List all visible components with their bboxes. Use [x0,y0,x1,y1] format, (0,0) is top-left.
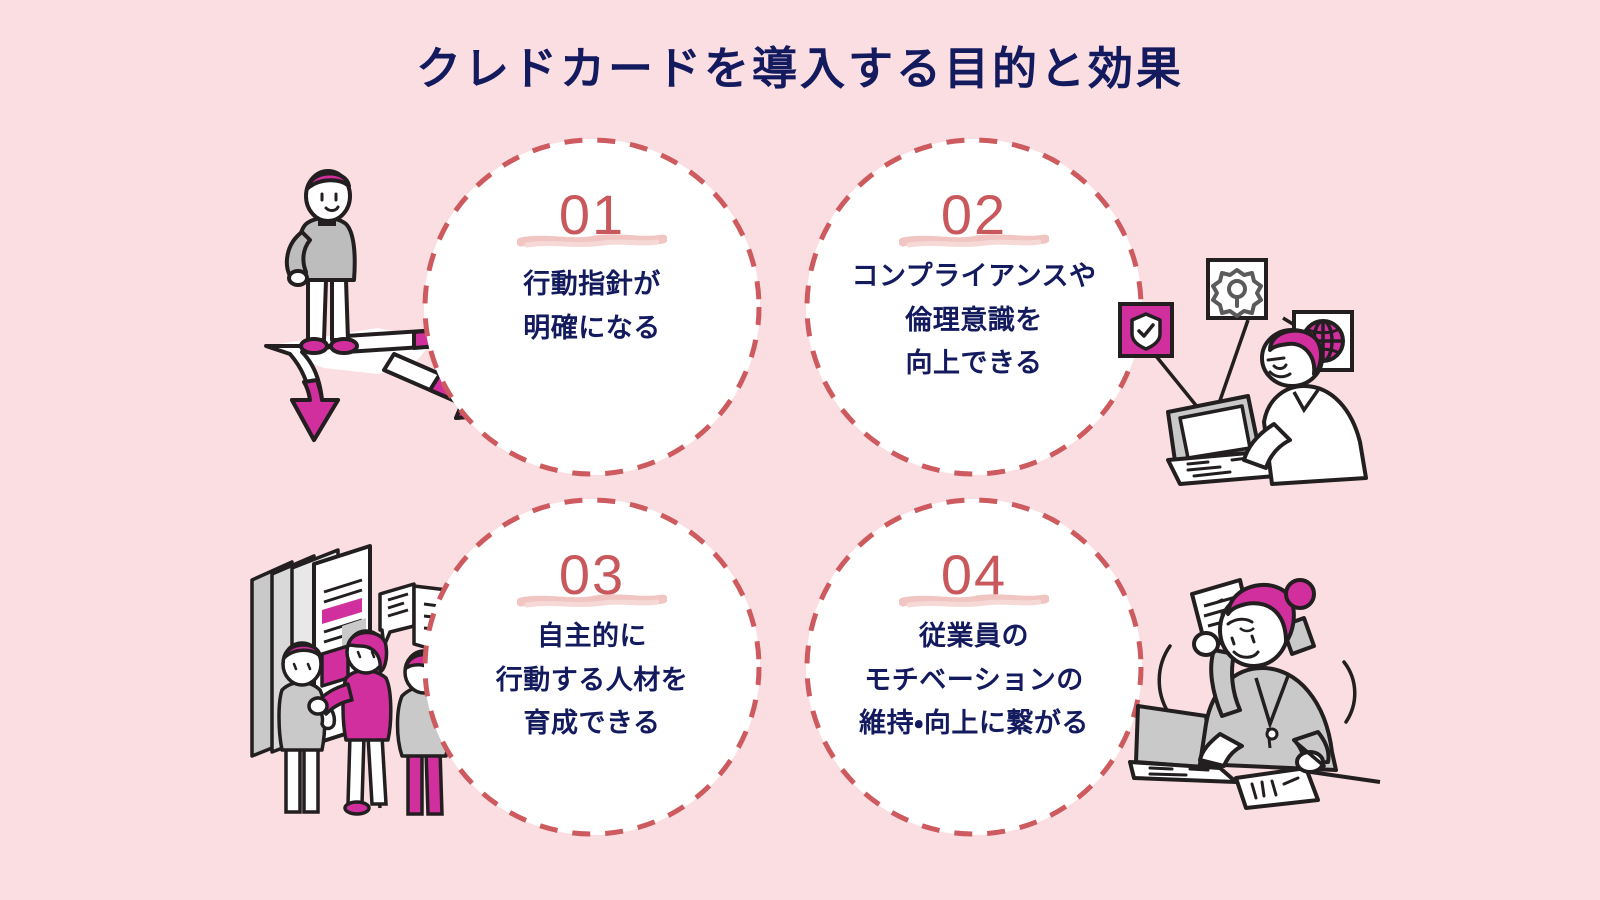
item-text-01: 行動指針が 明確になる [523,269,661,343]
item-card-03[interactable]: 03 自主的に 行動する人材を 育成できる [422,497,762,837]
item-card-01[interactable]: 01 行動指針が 明確になる [422,137,762,477]
item-card-04[interactable]: 04 従業員の モチベーションの 維持・向上に繋がる [804,497,1144,837]
item-number-wrap-03: 03 [516,543,667,609]
page-title: クレドカードを導入する目的と効果 [415,43,1184,94]
item-number-04: 04 [940,543,1008,606]
item-text-03: 自主的に 行動する人材を 育成できる [495,621,689,739]
busy-worker-phone-laptop-icon [1128,556,1383,816]
item-number-wrap-02: 02 [898,183,1049,249]
person-laptop-security-icons-icon [1108,246,1388,486]
item-number-wrap-01: 01 [516,183,667,249]
item-card-02[interactable]: 02 コンプライアンスや 倫理意識を 向上できる [804,137,1144,477]
item-number-03: 03 [558,543,626,606]
item-number-01: 01 [558,183,626,246]
item-number-wrap-04: 04 [898,543,1049,609]
item-text-04: 従業員の モチベーションの 維持・向上に繋がる [859,621,1089,739]
item-number-02: 02 [940,183,1008,246]
item-text-02: コンプライアンスや 倫理意識を 向上できる [851,261,1097,379]
